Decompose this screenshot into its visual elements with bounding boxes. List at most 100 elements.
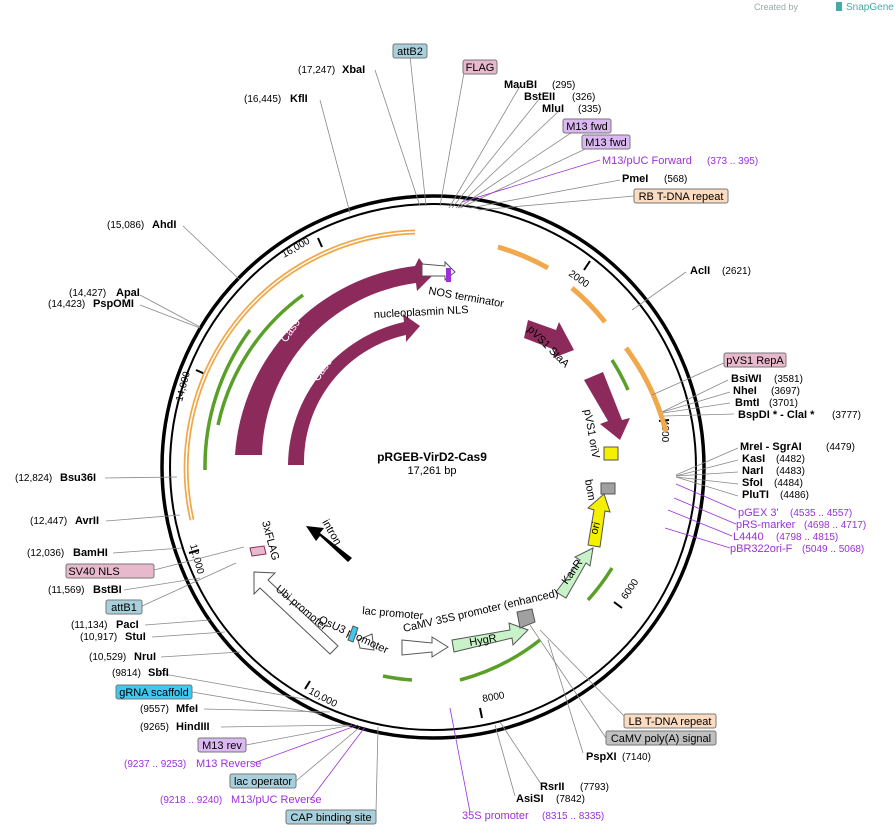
svg-text:FLAG: FLAG <box>466 62 495 74</box>
enzyme-name[interactable]: KasI <box>742 453 765 465</box>
oriv-box[interactable] <box>603 446 619 461</box>
grna-scaffold-box[interactable] <box>347 625 359 643</box>
ori-arrow[interactable] <box>587 493 611 548</box>
pvs1-oriv-arrow[interactable] <box>584 372 630 440</box>
enzyme-name[interactable]: NruI <box>134 651 156 663</box>
enzyme-name[interactable]: AclI <box>690 265 710 277</box>
tag-flag[interactable]: FLAG <box>462 59 498 75</box>
enzyme-pos: (7140) <box>622 752 651 763</box>
enzyme-name[interactable]: PmeI <box>622 173 648 185</box>
enzyme-name[interactable]: HindIII <box>176 721 210 733</box>
enzyme-name[interactable]: MreI - SgrAI <box>740 441 802 453</box>
enzyme-pos: (12,824) <box>15 473 52 484</box>
enzyme-name[interactable]: PacI <box>116 619 139 631</box>
enzyme-name[interactable]: PspXI <box>586 751 617 763</box>
tag-lac-operator[interactable]: lac operator <box>229 773 297 789</box>
enzyme-name[interactable]: PluTI <box>742 489 769 501</box>
enzyme-pos: (4483) <box>776 466 805 477</box>
nucleoplasmin-box[interactable] <box>416 264 422 278</box>
primer-name[interactable]: 35S promoter <box>462 810 529 822</box>
primer-pos: (373 .. 395) <box>707 156 758 167</box>
primer-name[interactable]: pRS-marker <box>736 519 796 531</box>
enzyme-pos: (4482) <box>776 454 805 465</box>
tag-pvs1repa[interactable]: pVS1 RepA <box>723 352 787 368</box>
flag3x-box[interactable] <box>249 545 267 557</box>
svg-text:M13 rev: M13 rev <box>202 740 242 752</box>
enzyme-name[interactable]: AhdI <box>152 219 176 231</box>
tag-grna[interactable]: gRNA scaffold <box>115 684 193 700</box>
camv35s-label: CaMV 35S promoter (enhanced) <box>402 587 560 634</box>
enzyme-pos: (295) <box>552 80 575 91</box>
enzyme-name[interactable]: RsrII <box>540 781 564 793</box>
lac-promoter-arrow[interactable] <box>357 633 375 651</box>
primer-name[interactable]: pGEX 3' <box>738 507 779 519</box>
primer-name[interactable]: M13/pUC Reverse <box>231 794 321 806</box>
enzyme-name[interactable]: MluI <box>542 103 564 115</box>
enzyme-pos: (17,247) <box>298 65 335 76</box>
enzyme-name[interactable]: AsiSI <box>516 793 544 805</box>
kanr-arrow[interactable] <box>555 547 594 599</box>
tick-label: 8000 <box>482 690 506 705</box>
tag-cap-site[interactable]: CAP binding site <box>285 809 377 825</box>
bom-label: bom <box>582 478 598 501</box>
enzyme-name[interactable]: SbfI <box>148 667 169 679</box>
primer-pos: (4535 .. 4557) <box>790 508 852 519</box>
intron-arrow[interactable] <box>306 526 352 562</box>
enzyme-name[interactable]: NarI <box>742 465 763 477</box>
primer-name[interactable]: L4440 <box>733 531 764 543</box>
tag-m13fwd2[interactable]: M13 fwd <box>581 134 631 150</box>
leader-lines <box>104 55 739 813</box>
cas9-inner-arrow[interactable] <box>288 314 420 465</box>
enzyme-pos: (3581) <box>774 374 803 385</box>
tag-m13fwd1[interactable]: M13 fwd <box>562 118 612 134</box>
enzyme-name[interactable]: BstEII <box>524 91 555 103</box>
svg-text:M13 fwd: M13 fwd <box>566 121 608 133</box>
enzyme-pos: (335) <box>578 104 601 115</box>
enzyme-labels: (17,247) XbaI (16,445) KflI MauBI (295) … <box>15 64 861 805</box>
enzyme-name[interactable]: BmtI <box>735 397 759 409</box>
ubi-promoter-arrow[interactable] <box>253 571 339 655</box>
cas9-outer-arrow[interactable] <box>235 258 432 455</box>
camv35s-arrow[interactable] <box>401 636 449 658</box>
tag-lb-tdna[interactable]: LB T-DNA repeat <box>623 713 717 729</box>
primer-pos: (4698 .. 4717) <box>804 520 866 531</box>
enzyme-name[interactable]: BsiWI <box>731 373 762 385</box>
flag-box[interactable] <box>446 268 451 282</box>
primer-name[interactable]: M13 Reverse <box>196 758 261 770</box>
camv-polya-box[interactable] <box>516 608 536 629</box>
enzyme-name[interactable]: BamHI <box>73 547 108 559</box>
tag-rb-tdna[interactable]: RB T-DNA repeat <box>633 188 729 204</box>
enzyme-name[interactable]: XbaI <box>342 64 365 76</box>
enzyme-pos: (326) <box>572 92 595 103</box>
tag-camv-polya[interactable]: CaMV poly(A) signal <box>605 730 717 746</box>
primer-name[interactable]: M13/pUC Forward <box>602 155 692 167</box>
primer-name[interactable]: pBR322ori-F <box>730 543 793 555</box>
enzyme-name[interactable]: PspOMI <box>93 298 134 310</box>
tag-m13rev[interactable]: M13 rev <box>197 737 247 753</box>
bom-box[interactable] <box>600 482 616 495</box>
enzyme-name[interactable]: BspDI * - ClaI * <box>738 409 815 421</box>
pvs1-staa-arrow[interactable] <box>524 320 574 358</box>
enzyme-name[interactable]: NheI <box>733 385 757 397</box>
tick-label: 6000 <box>619 577 641 602</box>
enzyme-name[interactable]: KflI <box>290 93 308 105</box>
enzyme-name[interactable]: MfeI <box>176 703 198 715</box>
tag-attb1[interactable]: attB1 <box>105 599 143 615</box>
enzyme-pos: (9814) <box>112 668 141 679</box>
enzyme-name[interactable]: Bsu36I <box>60 472 96 484</box>
primer-pos: (8315 .. 8335) <box>542 811 604 822</box>
enzyme-name[interactable]: SfoI <box>742 477 763 489</box>
snapgene-logo-icon <box>836 2 842 11</box>
enzyme-name[interactable]: ApaI <box>116 287 140 299</box>
primer-pos: (9237 .. 9253) <box>124 759 186 770</box>
enzyme-name[interactable]: StuI <box>125 631 146 643</box>
enzyme-name[interactable]: MauBI <box>504 79 537 91</box>
tag-attb2[interactable]: attB2 <box>392 43 428 59</box>
tag-sv40nls[interactable]: SV40 NLS <box>65 563 155 579</box>
enzyme-name[interactable]: AvrII <box>75 515 99 527</box>
enzyme-pos: (3697) <box>771 386 800 397</box>
enzyme-name[interactable]: BstBI <box>93 584 122 596</box>
hygr-arrow[interactable] <box>451 622 529 653</box>
intron-label: intron <box>319 518 343 548</box>
primer-leader-lines <box>253 159 737 813</box>
